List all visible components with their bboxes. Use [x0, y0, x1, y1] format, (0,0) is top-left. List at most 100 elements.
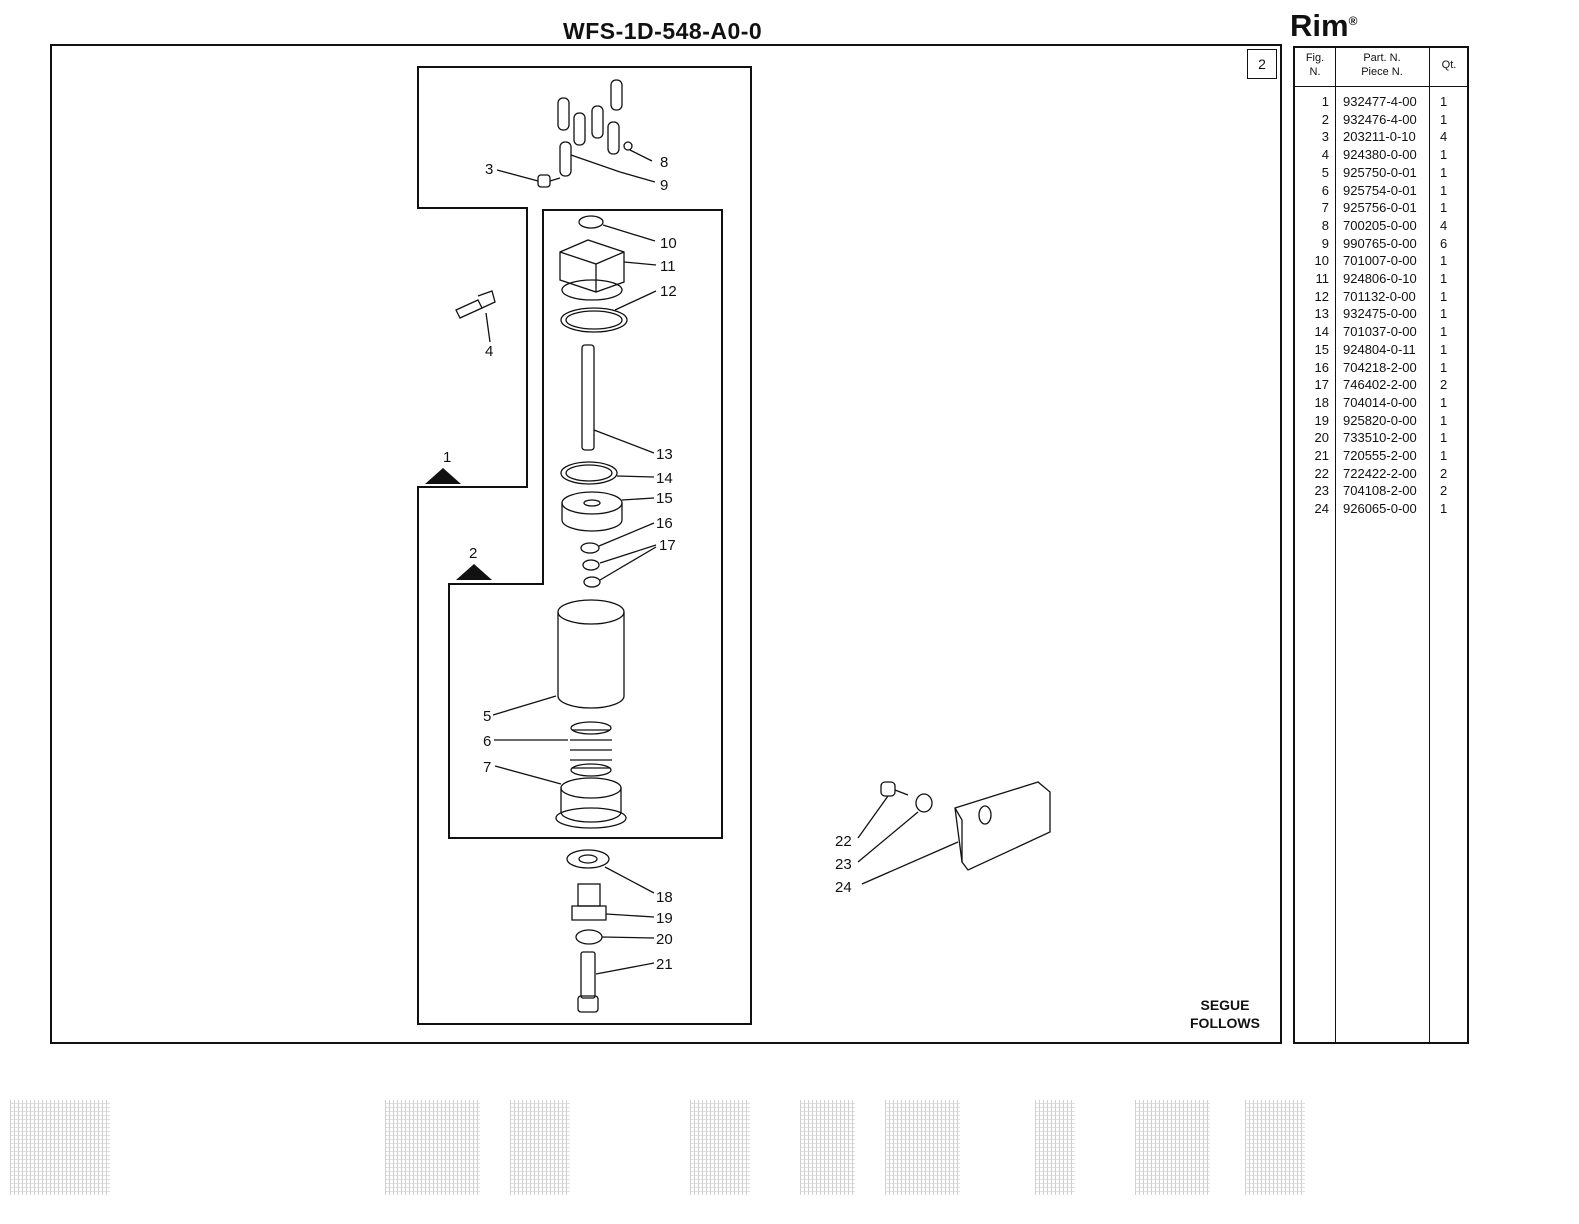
fig-number: 16 — [1314, 359, 1329, 375]
group-1-outline — [417, 66, 752, 1025]
scan-artifact — [800, 1100, 855, 1195]
part-number: 925820-0-00 — [1343, 412, 1417, 428]
drawing-title: WFS-1D-548-A0-0 — [563, 18, 763, 44]
callout-18: 18 — [656, 889, 673, 906]
quantity: 1 — [1440, 501, 1448, 517]
part-number: 701037-0-00 — [1343, 324, 1417, 340]
fig-number: 7 — [1321, 200, 1329, 216]
table-row: 24 926065-0-00 1 — [1295, 501, 1467, 519]
quantity: 6 — [1440, 235, 1448, 251]
callout-24: 24 — [835, 879, 852, 896]
part-number: 932477-4-00 — [1343, 94, 1417, 109]
callout-4: 4 — [485, 343, 493, 360]
part-number: 924806-0-10 — [1343, 271, 1417, 286]
header-qty: Qt. — [1441, 59, 1457, 71]
scan-artifact — [885, 1100, 960, 1195]
part-number: 704014-0-00 — [1343, 394, 1417, 410]
fig-number: 18 — [1314, 394, 1329, 410]
quantity: 2 — [1440, 465, 1448, 481]
quantity: 1 — [1440, 430, 1448, 446]
callout-22: 22 — [835, 833, 852, 850]
callout-19: 19 — [656, 910, 673, 927]
callout-9: 9 — [660, 177, 668, 194]
callout-15: 15 — [656, 490, 673, 507]
table-row: 9 990765-0-00 6 — [1295, 236, 1467, 254]
fig-number: 9 — [1321, 235, 1329, 251]
quantity: 1 — [1440, 111, 1448, 127]
part-number: 700205-0-00 — [1343, 217, 1417, 233]
part-number: 720555-2-00 — [1343, 448, 1417, 463]
part-number: 746402-2-00 — [1343, 377, 1417, 393]
part-number: 925750-0-01 — [1343, 164, 1417, 180]
fig-number: 12 — [1314, 288, 1329, 304]
callout-12: 12 — [660, 283, 677, 300]
fig-number: 20 — [1314, 430, 1329, 446]
fig-number: 10 — [1314, 253, 1329, 269]
callout-14: 14 — [656, 470, 673, 487]
part-number: 924380-0-00 — [1343, 147, 1417, 163]
brand-logo: Rim® — [1290, 8, 1358, 43]
quantity: 1 — [1440, 147, 1448, 163]
callout-21: 21 — [656, 956, 673, 973]
quantity: 4 — [1440, 129, 1448, 145]
callout-3: 3 — [485, 161, 493, 178]
quantity: 1 — [1440, 324, 1448, 340]
fig-number: 11 — [1315, 271, 1330, 286]
callout-11: 11 — [660, 258, 676, 275]
fig-number: 1 — [1321, 94, 1329, 109]
scan-artifact — [385, 1100, 480, 1195]
quantity: 1 — [1440, 394, 1448, 410]
table-row: 18 704014-0-00 1 — [1295, 395, 1467, 413]
table-row: 2 932476-4-00 1 — [1295, 112, 1467, 130]
part-number: 926065-0-00 — [1343, 501, 1417, 517]
fig-number: 24 — [1314, 501, 1329, 517]
callout-5: 5 — [483, 708, 491, 725]
table-row: 4 924380-0-00 1 — [1295, 147, 1467, 165]
callout-16: 16 — [656, 515, 673, 532]
fig-number: 15 — [1314, 341, 1329, 357]
part-number: 924804-0-11 — [1343, 341, 1416, 357]
fig-number: 2 — [1321, 111, 1329, 127]
scan-artifact — [10, 1100, 110, 1195]
part-number: 932475-0-00 — [1343, 306, 1417, 322]
fig-number: 17 — [1314, 377, 1329, 393]
callout-7: 7 — [483, 759, 491, 776]
drawing-frame — [50, 44, 1282, 1044]
part-number: 701132-0-00 — [1343, 288, 1416, 304]
callout-20: 20 — [656, 931, 673, 948]
part-number: 925754-0-01 — [1343, 182, 1417, 198]
header-fig: Fig.N. — [1305, 52, 1325, 78]
part-number: 932476-4-00 — [1343, 111, 1417, 127]
quantity: 1 — [1440, 412, 1448, 428]
scan-artifact — [1035, 1100, 1075, 1195]
callout-10: 10 — [660, 235, 677, 252]
fig-number: 22 — [1314, 465, 1329, 481]
part-number: 704218-2-00 — [1343, 359, 1417, 375]
page-number-box: 2 — [1247, 49, 1277, 79]
fig-number: 3 — [1321, 129, 1329, 145]
table-row: 1 932477-4-00 1 — [1295, 94, 1467, 112]
group-2-label: 2 — [469, 545, 477, 562]
fig-number: 19 — [1314, 412, 1329, 428]
fig-number: 23 — [1314, 483, 1329, 499]
fig-number: 13 — [1314, 306, 1329, 322]
scan-artifact — [1135, 1100, 1210, 1195]
fig-number: 4 — [1321, 147, 1329, 163]
table-row: 19 925820-0-00 1 — [1295, 413, 1467, 431]
quantity: 1 — [1440, 306, 1448, 322]
part-number: 990765-0-00 — [1343, 235, 1417, 251]
quantity: 1 — [1440, 94, 1448, 109]
callout-6: 6 — [483, 733, 491, 750]
